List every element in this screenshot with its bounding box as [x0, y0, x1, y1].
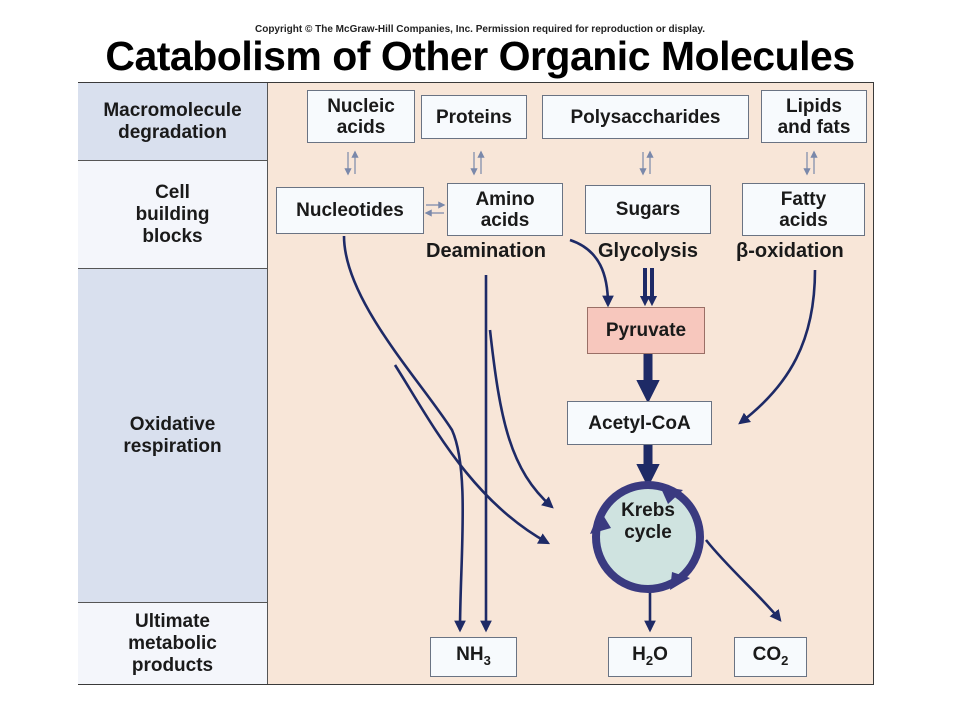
row-label-line: Cell — [155, 181, 190, 203]
row-label-line: blocks — [142, 225, 203, 247]
formula-sub: 2 — [645, 652, 654, 668]
row-label-line: Ultimate — [135, 610, 210, 632]
main-pathway-arrows — [636, 268, 660, 633]
formula-rest: O — [653, 643, 668, 665]
arrow-nucleotides-krebs — [393, 364, 551, 545]
copyright-notice: Copyright © The McGraw-Hill Companies, I… — [254, 24, 706, 35]
arrow-nucleotides-nh3 — [342, 235, 466, 633]
formula-sub: 2 — [781, 652, 789, 668]
arrow-amino-krebs — [488, 329, 554, 509]
formula-base: H — [632, 643, 646, 665]
row-label-line: degradation — [118, 121, 227, 143]
h2o-box: H2O — [608, 637, 692, 677]
row-label-line: Oxidative — [129, 413, 216, 435]
nh3-box: NH3 — [430, 637, 517, 677]
nucleotides-box: Nucleotides — [276, 187, 424, 234]
formula-base: CO — [752, 643, 782, 665]
acetyl-coa-box: Acetyl-CoA — [567, 401, 712, 445]
page-title: Catabolism of Other Organic Molecules — [105, 33, 855, 79]
beta-oxidation-label: β-oxidation — [736, 240, 844, 262]
box-text-line: Nucleic — [327, 95, 395, 117]
metabolic-arrows — [342, 235, 817, 633]
sugars-box: Sugars — [585, 185, 711, 234]
row-label-line: products — [131, 654, 214, 676]
arrow-fatty-acetyl — [738, 269, 817, 425]
row-label-line: building — [135, 203, 210, 225]
reversible-arrows — [344, 150, 818, 217]
arrow-amino-pyruvate — [569, 238, 614, 308]
box-text-line: Amino — [475, 188, 535, 210]
formula-sub: 3 — [483, 652, 491, 668]
box-text-line: and fats — [777, 116, 851, 138]
polysaccharides-box: Polysaccharides — [542, 95, 749, 139]
proteins-box: Proteins — [421, 95, 527, 139]
row-label-line: Macromolecule — [103, 99, 242, 121]
row-label-line: respiration — [123, 435, 222, 457]
box-text-line: Fatty — [780, 188, 827, 210]
formula-base: NH — [456, 643, 484, 665]
glycolysis-label: Glycolysis — [598, 240, 699, 262]
row-label-line: metabolic — [128, 632, 217, 654]
box-text-line: acids — [336, 116, 386, 138]
box-text-line: Lipids — [786, 95, 842, 117]
pyruvate-box: Pyruvate — [587, 307, 705, 354]
box-text-line: acids — [779, 209, 828, 231]
deamination-label: Deamination — [426, 240, 547, 262]
arrow-krebs-co2 — [704, 539, 782, 622]
box-text-line: acids — [480, 209, 530, 231]
co2-box: CO2 — [734, 637, 807, 677]
krebs-cycle-ring — [590, 481, 704, 593]
krebs-line: cycle — [624, 522, 672, 543]
krebs-line: Krebs — [621, 500, 675, 521]
